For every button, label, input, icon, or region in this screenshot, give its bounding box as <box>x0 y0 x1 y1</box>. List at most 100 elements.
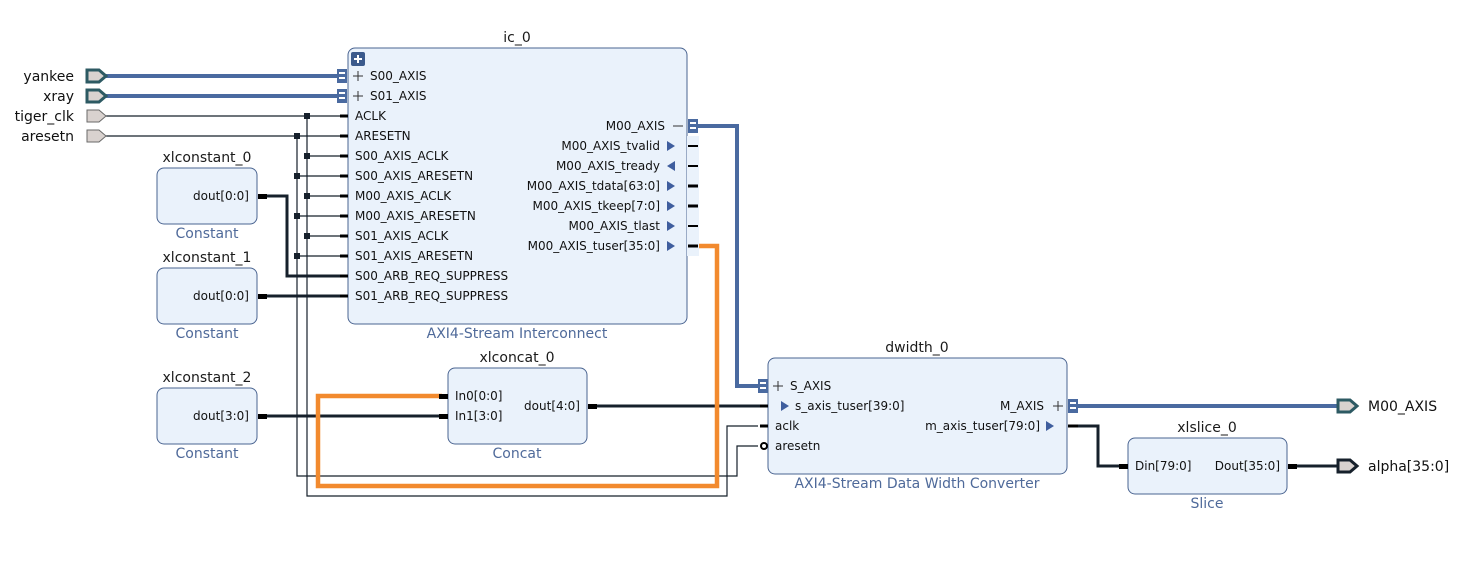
pin-stubs <box>688 145 698 227</box>
net-ic0-m00-axis[interactable] <box>698 124 758 388</box>
pin-m00-axis-tkeep[interactable]: M00_AXIS_tkeep[7:0] <box>533 199 661 213</box>
pin-in1[interactable]: In1[3:0] <box>455 409 502 423</box>
block-xlconcat-0[interactable]: xlconcat_0 In0[0:0] In1[3:0] dout[4:0] C… <box>439 350 597 462</box>
net-m00-axis-tuser-highlighted[interactable] <box>315 243 720 489</box>
block-ic-0[interactable]: ic_0 AXI4-Stream Interconnect S00_AXIS S… <box>337 30 699 342</box>
block-xlslice-0[interactable]: xlslice_0 Din[79:0] Dout[35:0] Slice <box>1119 420 1297 512</box>
pin-m00-axis[interactable]: M00_AXIS <box>606 119 665 133</box>
net-rst-trunk[interactable] <box>296 136 758 477</box>
pin-s00-arb-req-suppress[interactable]: S00_ARB_REQ_SUPPRESS <box>355 269 508 283</box>
port-alpha[interactable]: alpha[35:0] <box>1336 458 1449 475</box>
pin-m-axis[interactable]: M_AXIS <box>1000 399 1044 413</box>
pin-dout[interactable]: dout[0:0] <box>193 289 249 303</box>
port-label: M00_AXIS <box>1368 399 1437 415</box>
active-low-bubble-icon <box>760 442 768 450</box>
block-xlconstant-1[interactable]: xlconstant_1 dout[0:0] Constant <box>156 250 267 342</box>
port-yankee[interactable]: yankee <box>23 68 109 85</box>
external-input-ports: yankee xray tiger_clk aresetn <box>15 68 109 145</box>
pin-dout[interactable]: Dout[35:0] <box>1215 459 1280 473</box>
port-xray[interactable]: xray <box>43 88 109 105</box>
pin-m00-axis-tuser[interactable]: M00_AXIS_tuser[35:0] <box>528 239 660 253</box>
input-port-icon <box>85 68 109 84</box>
pin-m00-axis-aresetn[interactable]: M00_AXIS_ARESETN <box>355 209 476 223</box>
input-port-icon <box>86 109 107 123</box>
block-body <box>156 167 258 225</box>
pin-stubs <box>340 114 348 298</box>
block-type-label: Constant <box>176 226 239 242</box>
pin-dout[interactable]: dout[4:0] <box>524 399 580 413</box>
pin-m-axis-tuser[interactable]: m_axis_tuser[79:0] <box>925 419 1040 433</box>
block-type-label: Concat <box>493 446 542 462</box>
block-type-label: AXI4-Stream Data Width Converter <box>794 476 1039 492</box>
pin-m00-axis-tvalid[interactable]: M00_AXIS_tvalid <box>561 139 660 153</box>
block-xlconstant-0[interactable]: xlconstant_0 dout[0:0] Constant <box>156 150 267 242</box>
direction-arrow-icon <box>1046 421 1054 431</box>
port-label: yankee <box>23 69 74 85</box>
pin-in0[interactable]: In0[0:0] <box>455 389 502 403</box>
input-port-icon <box>85 88 109 104</box>
net-clk-rst-branches[interactable] <box>297 155 342 257</box>
pin-s-axis-tuser[interactable]: s_axis_tuser[39:0] <box>795 399 904 413</box>
pin-stub <box>258 194 267 199</box>
port-label: alpha[35:0] <box>1368 459 1449 475</box>
pin-m00-axis-tlast[interactable]: M00_AXIS_tlast <box>568 219 660 233</box>
output-port-icon <box>1336 458 1360 474</box>
block-instance-name: ic_0 <box>503 30 531 46</box>
pin-m00-axis-tdata[interactable]: M00_AXIS_tdata[63:0] <box>527 179 660 193</box>
pin-aresetn[interactable]: ARESETN <box>355 129 411 143</box>
block-instance-name: xlconcat_0 <box>480 350 555 366</box>
pin-s00-axis[interactable]: S00_AXIS <box>370 69 426 83</box>
pin-stubs <box>760 404 1078 428</box>
direction-arrow-icon <box>781 401 789 411</box>
pin-stub <box>588 404 597 409</box>
port-m00-axis[interactable]: M00_AXIS <box>1336 398 1437 415</box>
pin-aclk[interactable]: aclk <box>775 419 799 433</box>
pin-s00-axis-aresetn[interactable]: S00_AXIS_ARESETN <box>355 169 473 183</box>
interface-connector-icon[interactable] <box>337 69 698 133</box>
port-tiger-clk[interactable]: tiger_clk <box>15 109 107 125</box>
port-label: aresetn <box>21 129 74 145</box>
nets <box>106 74 1338 497</box>
pin-group-bg <box>687 136 699 256</box>
expand-button[interactable] <box>351 52 365 66</box>
pin-m00-axis-aclk[interactable]: M00_AXIS_ACLK <box>355 189 452 203</box>
block-instance-name: xlslice_0 <box>1177 420 1236 436</box>
block-type-label: Constant <box>176 326 239 342</box>
pin-stub <box>258 414 267 419</box>
pin-s-axis[interactable]: S_AXIS <box>790 379 831 393</box>
block-instance-name: xlconstant_1 <box>163 250 252 266</box>
port-label: tiger_clk <box>15 109 75 125</box>
pin-din[interactable]: Din[79:0] <box>1135 459 1192 473</box>
pin-s01-axis-aresetn[interactable]: S01_AXIS_ARESETN <box>355 249 473 263</box>
net-clk-trunk[interactable] <box>306 116 758 497</box>
port-label: xray <box>43 89 74 105</box>
input-port-icon <box>86 129 107 143</box>
pin-m00-axis-tready[interactable]: M00_AXIS_tready <box>556 159 660 173</box>
external-output-ports: M00_AXIS alpha[35:0] <box>1336 398 1449 475</box>
block-dwidth-0[interactable]: dwidth_0 S_AXIS s_axis_tuser[39:0] aclk … <box>758 340 1078 492</box>
block-type-label: Slice <box>1191 496 1224 512</box>
port-aresetn[interactable]: aresetn <box>21 129 107 145</box>
pin-stub <box>1288 464 1297 469</box>
block-xlconstant-2[interactable]: xlconstant_2 dout[3:0] Constant <box>156 370 267 462</box>
pin-stub <box>439 414 448 419</box>
block-instance-name: xlconstant_0 <box>163 150 252 166</box>
pin-aresetn[interactable]: aresetn <box>775 439 820 453</box>
block-type-label: AXI4-Stream Interconnect <box>427 326 608 342</box>
pin-aclk[interactable]: ACLK <box>355 109 387 123</box>
junction-dots <box>294 113 310 259</box>
pin-dout[interactable]: dout[3:0] <box>193 409 249 423</box>
block-body <box>767 357 1068 475</box>
net-m-axis-tuser[interactable] <box>1076 424 1122 468</box>
pin-s00-axis-aclk[interactable]: S00_AXIS_ACLK <box>355 149 450 163</box>
pin-s01-arb-req-suppress[interactable]: S01_ARB_REQ_SUPPRESS <box>355 289 508 303</box>
pin-stub <box>258 294 267 299</box>
pin-dout[interactable]: dout[0:0] <box>193 189 249 203</box>
ic0-input-pins: S00_AXIS S01_AXIS ACLK ARESETN S00_AXIS_… <box>355 69 508 303</box>
net-xlconstant0-dout[interactable] <box>266 194 342 278</box>
interface-connector-icon[interactable] <box>758 379 1078 413</box>
pin-s01-axis-aclk[interactable]: S01_AXIS_ACLK <box>355 229 450 243</box>
block-body <box>156 267 258 325</box>
pin-s01-axis[interactable]: S01_AXIS <box>370 89 426 103</box>
